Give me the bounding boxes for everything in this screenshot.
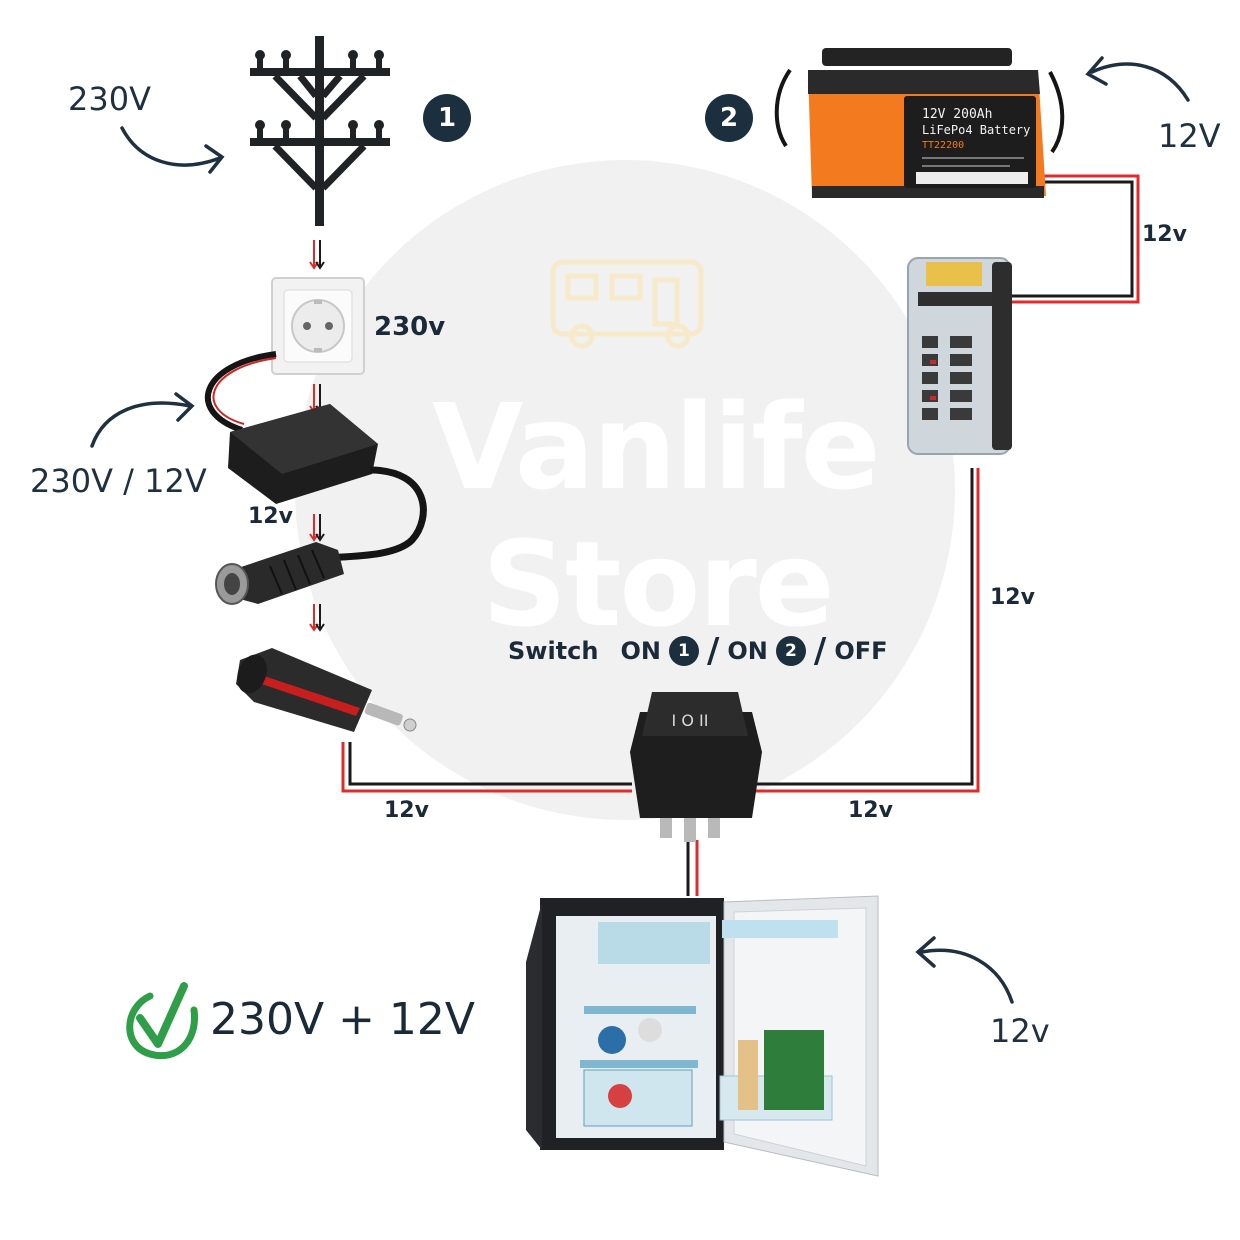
label-converter-output: 12v [248, 504, 293, 529]
cigarette-socket-icon [215, 542, 344, 605]
fuse-box-icon [907, 257, 1012, 455]
result-text: 230V + 12V [210, 994, 476, 1045]
power-pole-icon [250, 36, 390, 226]
switch-caption-sep2: / [813, 631, 827, 671]
watermark-circle [295, 160, 955, 820]
check-icon [126, 982, 198, 1060]
badge-battery-2: 2 [705, 94, 753, 142]
switch-caption-off: OFF [834, 637, 888, 665]
battery-label-model: TT22200 [922, 140, 964, 151]
label-grid-voltage: 230V [68, 80, 151, 118]
cigarette-plug-icon [236, 648, 417, 732]
battery-spec-lines [922, 157, 1024, 167]
wall-socket-icon [271, 277, 365, 375]
switch-caption-prefix: Switch [508, 637, 599, 665]
battery-label-strip [916, 172, 1028, 184]
arrow-grid-icon [120, 126, 225, 174]
label-fusebox-switch: 12v [990, 585, 1035, 610]
label-fridge-voltage: 12v [990, 1012, 1050, 1050]
flow-arrow-3 [309, 514, 325, 542]
switch-caption-sep1: / [706, 631, 720, 671]
svg-text:I O II: I O II [672, 711, 709, 730]
wire-battery-fusebox-red [1012, 174, 1140, 304]
switch-caption: Switch ON 1 / ON 2 / OFF [508, 631, 888, 671]
fridge-icon [526, 895, 879, 1177]
wire-battery-fusebox-black [1012, 180, 1134, 298]
arrow-converter-icon [90, 392, 195, 448]
wire-fusebox-switch-red [744, 468, 980, 793]
flow-arrow-4 [309, 604, 325, 632]
label-switch-right: 12v [848, 798, 893, 823]
arrow-battery-icon [1085, 56, 1190, 102]
watermark-text-vanlife: Vanlife [432, 378, 881, 516]
switch-caption-on1: ON [620, 637, 661, 665]
wire-plug-switch-red [341, 742, 632, 793]
arrow-fridge-icon [915, 936, 1014, 1004]
battery-label-line2: LiFePo4 Battery [922, 123, 1030, 137]
label-battery-voltage: 12V [1158, 117, 1221, 155]
wire-plug-switch-black [348, 742, 632, 786]
flow-arrow-1 [309, 240, 325, 270]
battery-label-line1: 12V 200Ah [922, 107, 992, 122]
annotation-arrows [90, 56, 1190, 1004]
label-battery-fusebox: 12v [1142, 222, 1187, 247]
label-socket-voltage: 230v [374, 312, 446, 342]
rocker-switch-icon: I O II [630, 692, 762, 842]
switch-caption-on2: ON [727, 637, 768, 665]
campervan-watermark-icon [550, 259, 704, 349]
wiring [341, 174, 1140, 896]
converter-230v-12v-icon [204, 351, 427, 562]
switch-caption-badge-1: 1 [668, 636, 699, 666]
watermark-text-store: Store [482, 515, 835, 653]
label-plug-switch: 12v [384, 798, 429, 823]
badge-grid-1: 1 [423, 94, 471, 142]
label-converter-voltage: 230V / 12V [30, 462, 207, 500]
switch-caption-badge-2: 2 [775, 636, 806, 666]
wire-fusebox-switch-black [744, 468, 974, 786]
